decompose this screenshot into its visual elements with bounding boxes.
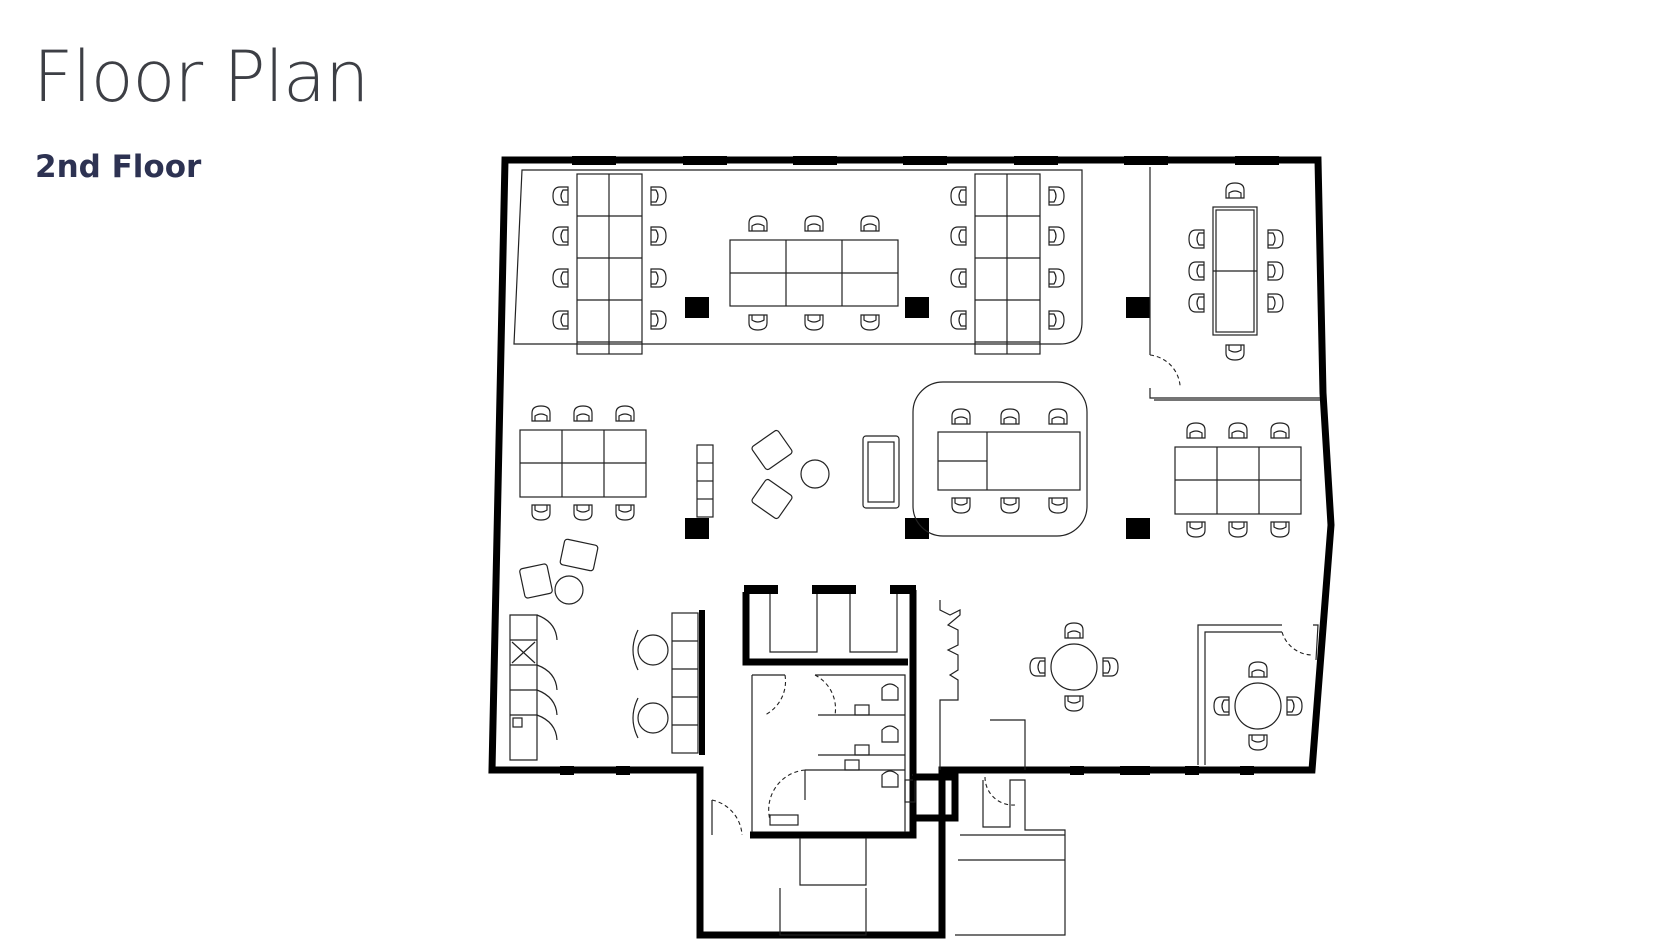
round-table-2	[1234, 682, 1282, 730]
chair	[804, 314, 824, 331]
chair	[573, 405, 593, 422]
desk-cluster-middle-left	[519, 429, 647, 498]
entry-door-lower	[711, 799, 743, 836]
chair	[615, 504, 635, 521]
chair	[650, 226, 667, 246]
structural-columns	[685, 297, 1150, 539]
chair	[748, 215, 768, 232]
bench-desks-top	[729, 239, 899, 307]
chair	[1213, 696, 1230, 716]
chair	[1000, 497, 1020, 514]
chair	[531, 405, 551, 422]
desk-cluster-left	[576, 173, 643, 355]
collaboration-booth	[912, 381, 1088, 537]
chair	[650, 186, 667, 206]
chair	[1048, 226, 1065, 246]
storage-cabinets	[509, 614, 558, 761]
chair	[950, 226, 967, 246]
lounge-seating	[519, 429, 900, 605]
chair	[1225, 344, 1245, 361]
chairs	[531, 182, 1303, 751]
chair	[860, 215, 880, 232]
small-office	[1197, 624, 1319, 765]
page-title: Floor Plan	[33, 36, 369, 118]
chair	[1267, 293, 1284, 313]
counter-bench	[632, 610, 705, 755]
restroom-core	[742, 585, 918, 839]
chair	[1048, 497, 1068, 514]
chair	[951, 408, 971, 425]
chair	[552, 310, 569, 330]
chair	[1286, 696, 1303, 716]
chair	[950, 268, 967, 288]
chair	[531, 504, 551, 521]
chair	[860, 314, 880, 331]
chair	[1048, 408, 1068, 425]
shaft-wall	[913, 773, 959, 822]
chair	[1188, 293, 1205, 313]
chair	[1248, 661, 1268, 678]
chair	[951, 497, 971, 514]
chair	[748, 314, 768, 331]
chair	[1102, 657, 1119, 677]
floor-label: 2nd Floor	[35, 149, 202, 185]
chair	[552, 186, 569, 206]
chair	[1267, 229, 1284, 249]
chair	[1248, 734, 1268, 751]
chair	[1048, 268, 1065, 288]
chair	[1064, 695, 1084, 712]
chair	[1186, 422, 1206, 439]
chair	[650, 268, 667, 288]
chair	[615, 405, 635, 422]
chair	[1188, 229, 1205, 249]
chair	[1270, 521, 1290, 538]
chair	[1186, 521, 1206, 538]
chair	[1188, 261, 1205, 281]
chair	[950, 186, 967, 206]
meeting-room	[1149, 167, 1320, 401]
chair	[1048, 186, 1065, 206]
chair	[552, 268, 569, 288]
toilets	[881, 683, 899, 788]
chair	[950, 310, 967, 330]
desk-cluster-middle-right	[1174, 446, 1302, 515]
open-workspace-zone	[513, 169, 1083, 345]
chair	[1228, 521, 1248, 538]
chair	[573, 504, 593, 521]
chair	[1048, 310, 1065, 330]
chair	[1225, 182, 1245, 199]
exterior-walls	[488, 156, 1335, 939]
chair	[1064, 622, 1084, 639]
chair	[1228, 422, 1248, 439]
desk-cluster-right	[974, 173, 1041, 355]
chair	[1267, 261, 1284, 281]
chair	[1270, 422, 1290, 439]
round-table-1	[1050, 643, 1098, 691]
chair	[1000, 408, 1020, 425]
chair	[552, 226, 569, 246]
stairs	[779, 600, 1066, 936]
chair	[1029, 657, 1046, 677]
chair	[804, 215, 824, 232]
chair	[650, 310, 667, 330]
